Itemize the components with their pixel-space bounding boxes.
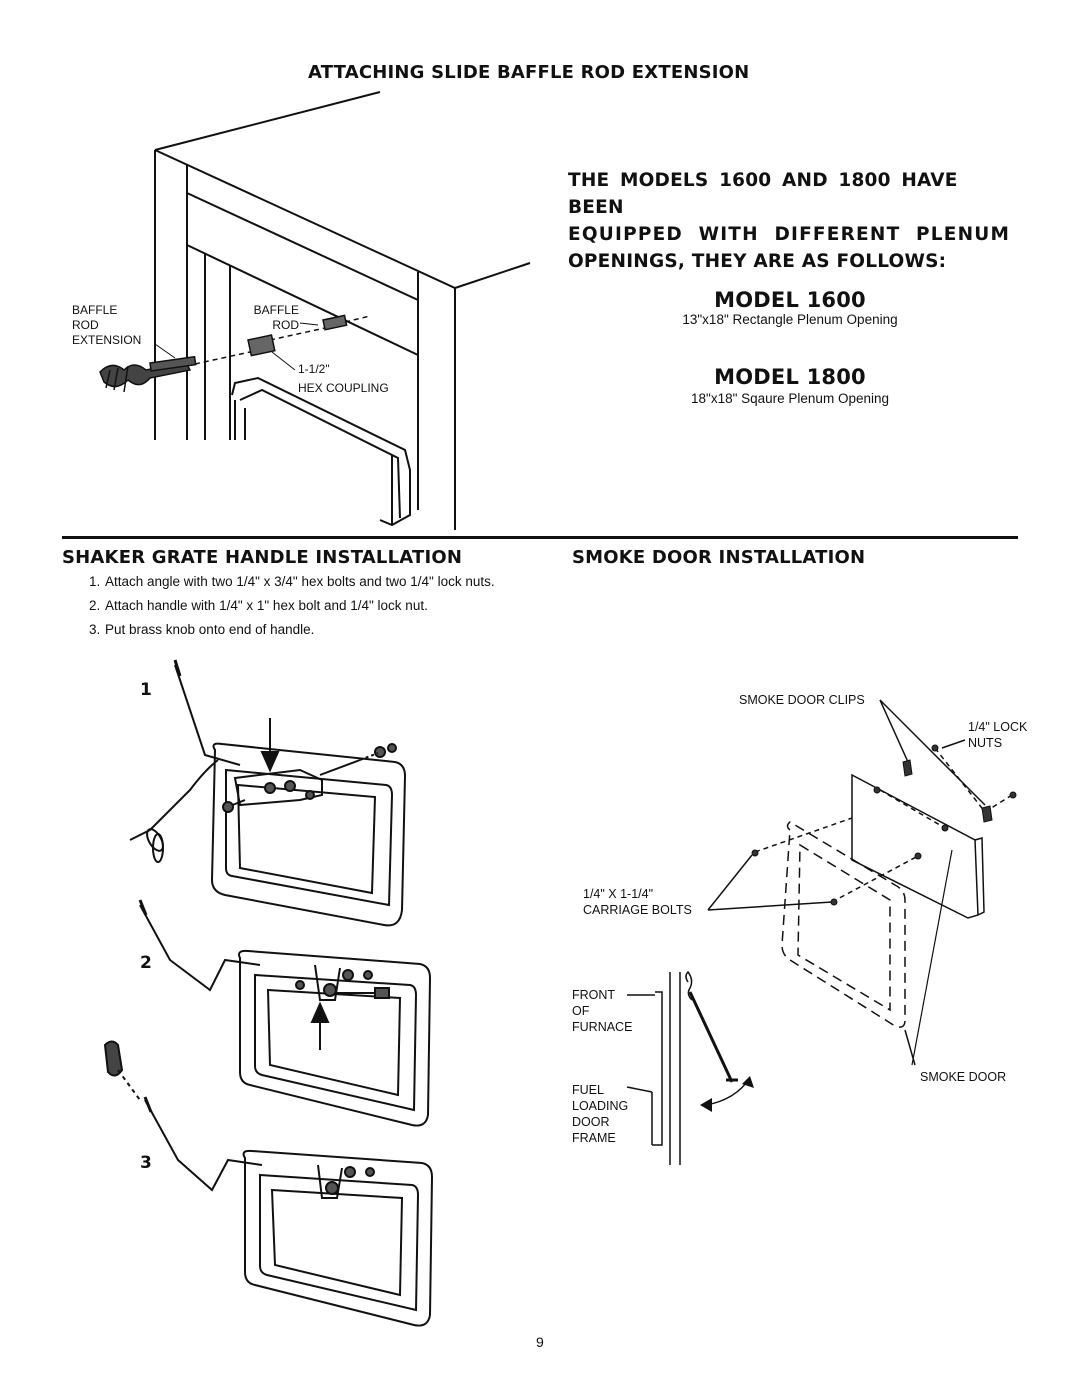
- label-carriage-bolts: 1/4" X 1-1/4" CARRIAGE BOLTS: [583, 887, 692, 917]
- label-lock-nuts: 1/4" LOCK NUTS: [968, 720, 1028, 750]
- smoke-door-section-title: SMOKE DOOR INSTALLATION: [572, 547, 866, 568]
- figure-number-1: 1: [140, 680, 152, 700]
- model-1800-block: MODEL 1800 18"x18" Sqaure Plenum Opening: [610, 365, 970, 406]
- label-baffle-rod: BAFFLE ROD: [253, 303, 299, 332]
- models-heading: THE MODELS 1600 AND 1800 HAVE BEEN EQUIP…: [568, 170, 1011, 272]
- label-fuel-loading-door-frame: FUEL LOADING DOOR FRAME: [572, 1083, 629, 1145]
- section-divider: [62, 536, 1018, 539]
- label-baffle-rod-extension: BAFFLE ROD EXTENSION: [72, 303, 142, 347]
- model-1600-desc: 13"x18" Rectangle Plenum Opening: [682, 312, 898, 327]
- shaker-steps: 1.Attach angle with two 1/4" x 3/4" hex …: [89, 573, 509, 645]
- model-1800-desc: 18"x18" Sqaure Plenum Opening: [691, 391, 889, 406]
- shaker-step-1: 1.Attach angle with two 1/4" x 3/4" hex …: [89, 574, 495, 589]
- figure-number-2: 2: [140, 953, 152, 973]
- shaker-step-2: 2.Attach handle with 1/4" x 1" hex bolt …: [89, 598, 428, 613]
- page-number: 9: [536, 1334, 544, 1350]
- model-1800-title: MODEL 1800: [714, 365, 866, 389]
- label-front-of-furnace: FRONT OF FURNACE: [572, 988, 633, 1034]
- baffle-section-title: ATTACHING SLIDE BAFFLE ROD EXTENSION: [308, 62, 750, 83]
- model-1600-block: MODEL 1600 13"x18" Rectangle Plenum Open…: [620, 288, 960, 327]
- shaker-step-3: 3.Put brass knob onto end of handle.: [89, 622, 315, 637]
- shaker-section-title: SHAKER GRATE HANDLE INSTALLATION: [62, 547, 463, 568]
- figure-number-3: 3: [140, 1153, 152, 1173]
- label-hex-coupling: 1-1/2" HEX COUPLING: [298, 362, 389, 395]
- label-smoke-door-clips: SMOKE DOOR CLIPS: [739, 693, 865, 707]
- label-smoke-door: SMOKE DOOR: [920, 1070, 1007, 1084]
- model-1600-title: MODEL 1600: [714, 288, 866, 312]
